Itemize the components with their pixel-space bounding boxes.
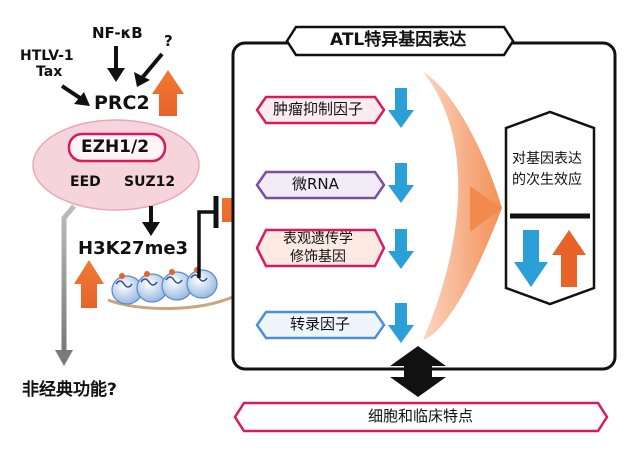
complex-to-h3k27me3-arrowhead [142, 222, 160, 236]
inhibition-line [197, 210, 214, 278]
gene-box-transcription-factor [255, 310, 386, 340]
htlv-label: HTLV-1 [20, 48, 74, 64]
h3k27me3-up-arrow [74, 260, 104, 308]
non-canonical-line [61, 204, 76, 352]
fan-arrow-tip [470, 186, 502, 232]
convergence-fan [423, 72, 502, 340]
bottom-label: 细胞和临床特点 [368, 407, 474, 425]
non-canonical-label: 非经典功能? [22, 380, 117, 400]
bottom-label-box [233, 401, 609, 433]
prc2-up-arrow [152, 70, 184, 116]
ezh-label: EZH1/2 [81, 137, 150, 157]
tax-label: Tax [36, 64, 63, 80]
secondary-up-arrow [552, 230, 586, 287]
eed-label: EED [70, 174, 101, 190]
double-black-arrow [390, 346, 446, 397]
nucleosome-array [107, 267, 251, 310]
secondary-down-arrow [514, 230, 548, 287]
gene-label-epigenetic-2: 修饰基因 [290, 249, 346, 265]
gene-label-tumor-suppressor: 肿瘤抑制因子 [273, 100, 364, 118]
tax-arrowhead [74, 92, 90, 106]
down-arrow-tumor-suppressor [388, 88, 414, 128]
secondary-effects-box [504, 110, 596, 306]
suz12-label: SUZ12 [124, 174, 176, 190]
unknown-arrow [140, 52, 164, 80]
down-arrow-mirna [388, 163, 414, 203]
atl-title-box [285, 25, 515, 57]
nfkb-label: NF-κB [92, 24, 143, 42]
gene-label-transcription-factor: 转录因子 [290, 315, 351, 333]
down-arrow-epigenetic [388, 229, 414, 269]
secondary-effects-line1: 对基因表达 [512, 151, 582, 167]
prc2-label: PRC2 [94, 92, 150, 114]
unknown-label: ? [164, 32, 173, 50]
gene-label-epigenetic-1: 表观遗传学 [283, 231, 353, 247]
non-canonical-arrowhead [55, 350, 73, 366]
gene-box-epigenetic [255, 228, 386, 268]
tax-arrow [60, 84, 82, 100]
ezh-box [67, 132, 167, 163]
h3k27me3-label: H3K27me3 [78, 238, 189, 259]
gene-box-mirna [255, 170, 386, 200]
gene-box-tumor-suppressor [255, 95, 386, 125]
gene-label-mirna: 微RNA [292, 175, 339, 193]
nfkb-arrowhead [107, 68, 125, 82]
atl-title: ATL特异基因表达 [330, 30, 467, 50]
down-arrow-transcription-factor [388, 303, 414, 343]
secondary-effects-line2: 的次生效应 [512, 172, 582, 188]
unknown-arrowhead [134, 72, 150, 87]
